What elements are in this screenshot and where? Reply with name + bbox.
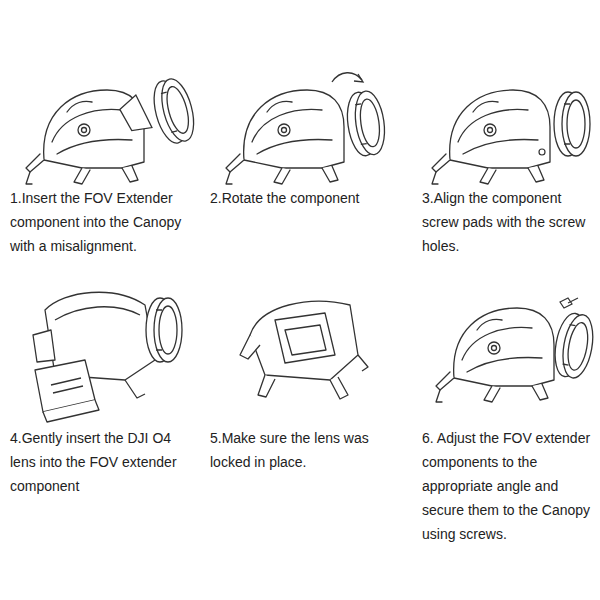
step-caption: 6. Adjust the FOV extender components to…	[422, 426, 594, 546]
step-caption: 4.Gently insert the DJI O4 lens into the…	[10, 426, 200, 498]
step-caption: 2.Rotate the component	[210, 186, 400, 210]
step-caption: 1.Insert the FOV Extender component into…	[10, 186, 200, 258]
step-caption: 3.Align the component screw pads with th…	[422, 186, 594, 258]
step-caption: 5.Make sure the lens was locked in place…	[210, 426, 400, 474]
